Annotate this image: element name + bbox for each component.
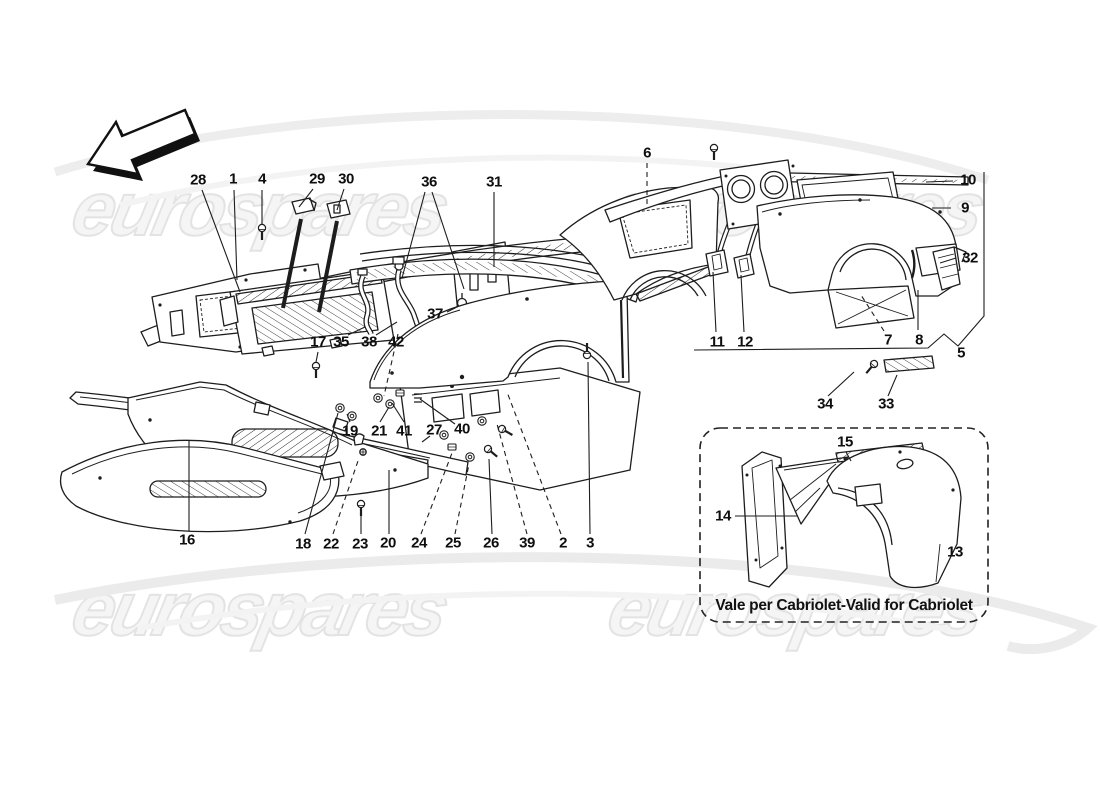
callout-22: 22 xyxy=(323,535,339,553)
callout-15: 15 xyxy=(837,433,853,451)
callout-9: 9 xyxy=(961,199,969,217)
callout-24: 24 xyxy=(411,534,427,552)
callout-25: 25 xyxy=(445,534,461,552)
callout-33: 33 xyxy=(878,395,894,413)
callout-18: 18 xyxy=(295,535,311,553)
callout-28: 28 xyxy=(190,171,206,189)
cabriolet-inset-box xyxy=(699,427,989,623)
leader-lines xyxy=(188,163,957,535)
callout-26: 26 xyxy=(483,534,499,552)
callout-13: 13 xyxy=(947,543,963,561)
callout-35: 35 xyxy=(333,333,349,351)
direction-arrow-icon xyxy=(86,108,200,181)
callout-27: 27 xyxy=(426,421,442,439)
callout-34: 34 xyxy=(817,395,833,413)
callout-42: 42 xyxy=(388,333,404,351)
callout-14: 14 xyxy=(715,507,731,525)
callout-12: 12 xyxy=(737,333,753,351)
callout-19: 19 xyxy=(342,422,358,440)
callout-5: 5 xyxy=(957,344,965,362)
callout-11: 11 xyxy=(709,333,725,351)
callout-38: 38 xyxy=(361,333,377,351)
callout-16: 16 xyxy=(179,531,195,549)
callout-41: 41 xyxy=(396,422,412,440)
callout-23: 23 xyxy=(352,535,368,553)
callout-21: 21 xyxy=(371,422,387,440)
callout-2: 2 xyxy=(559,534,567,552)
callout-39: 39 xyxy=(519,534,535,552)
callout-30: 30 xyxy=(338,170,354,188)
callout-37: 37 xyxy=(427,305,443,323)
callout-17: 17 xyxy=(310,333,326,351)
callout-20: 20 xyxy=(380,534,396,552)
callout-3: 3 xyxy=(586,534,594,552)
callout-32: 32 xyxy=(962,249,978,267)
callout-4: 4 xyxy=(258,170,266,188)
callout-31: 31 xyxy=(486,173,502,191)
callout-7: 7 xyxy=(884,331,892,349)
callout-29: 29 xyxy=(309,170,325,188)
front-body-group xyxy=(59,197,653,533)
callout-8: 8 xyxy=(915,331,923,349)
cabriolet-caption: Vale per Cabriolet-Valid for Cabriolet xyxy=(715,597,973,614)
rear-body-group xyxy=(559,143,985,377)
callout-36: 36 xyxy=(421,173,437,191)
callout-6: 6 xyxy=(643,144,651,162)
callout-1: 1 xyxy=(229,170,237,188)
callout-10: 10 xyxy=(960,171,976,189)
callout-40: 40 xyxy=(454,420,470,438)
